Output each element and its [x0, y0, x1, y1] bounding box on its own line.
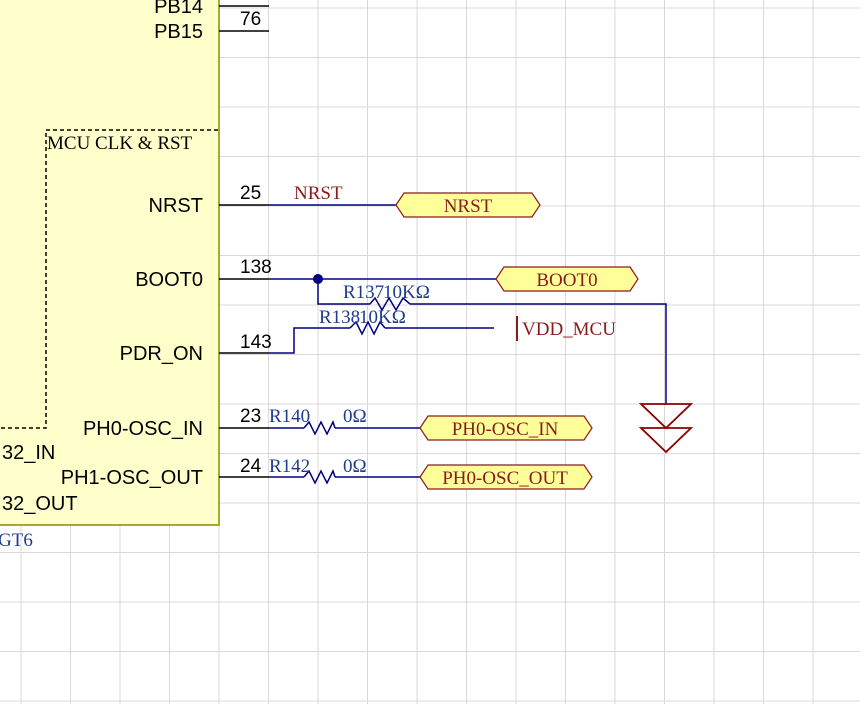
resistor-r142-symbol[interactable] — [303, 469, 336, 485]
port-nrst-shape[interactable] — [395, 192, 541, 218]
r138-value: 10KΩ — [359, 307, 406, 328]
port-boot0-label: BOOT0 — [536, 270, 597, 291]
r142-designator: R142 — [269, 456, 310, 477]
pin-number-nrst: 25 — [240, 183, 261, 204]
resistor-r137-symbol[interactable] — [369, 296, 411, 312]
pin-name-osc-in: PH0-OSC_IN — [83, 418, 203, 440]
pin-number-pb14: 75 — [240, 0, 261, 3]
section-label: MCU CLK & RST — [47, 133, 193, 154]
section-box — [0, 129, 218, 429]
port-nrst-label: NRST — [444, 196, 493, 217]
pin-number-osc-in: 23 — [240, 406, 261, 427]
resistor-r138-symbol[interactable] — [349, 320, 386, 336]
port-osc-in-label: PH0-OSC_IN — [452, 419, 559, 440]
mcu-component-body[interactable] — [0, 0, 220, 526]
port-osc-in-shape[interactable] — [419, 415, 593, 441]
port-boot0-shape[interactable] — [495, 266, 639, 292]
left-pin-label-osc32-out: 32_OUT — [2, 493, 78, 515]
r140-designator: R140 — [269, 406, 310, 427]
r137-value: 10KΩ — [383, 282, 430, 303]
pin-name-boot0: BOOT0 — [135, 269, 203, 291]
ground-icon[interactable] — [638, 403, 694, 454]
part-suffix: GT6 — [0, 530, 33, 551]
r138-designator: R138 — [319, 307, 360, 328]
r137-designator: R137 — [343, 282, 384, 303]
pin-number-pdr-on: 143 — [240, 332, 272, 353]
wire-r137-branch[interactable] — [317, 279, 370, 305]
port-osc-out-shape[interactable] — [419, 464, 593, 490]
r140-value: 0Ω — [343, 406, 367, 427]
junction-dot — [313, 274, 323, 284]
pin-number-boot0: 138 — [240, 257, 272, 278]
pin-name-pb15: PB15 — [154, 21, 203, 43]
vdd-mcu-label: VDD_MCU — [522, 319, 616, 340]
pin-name-pdr-on: PDR_ON — [120, 343, 203, 365]
r142-value: 0Ω — [343, 456, 367, 477]
wire-pdr-on[interactable] — [269, 327, 350, 354]
wire-r137-to-ground[interactable] — [410, 303, 667, 404]
net-label-nrst: NRST — [294, 183, 343, 204]
pin-number-pb15: 76 — [240, 9, 261, 30]
left-pin-label-osc32-in: 32_IN — [2, 442, 55, 464]
resistor-r140-symbol[interactable] — [303, 420, 336, 436]
pin-name-nrst: NRST — [149, 195, 203, 217]
pin-number-osc-out: 24 — [240, 456, 262, 477]
pin-name-osc-out: PH1-OSC_OUT — [61, 467, 203, 489]
port-osc-out-label: PH0-OSC_OUT — [442, 468, 568, 489]
pin-name-pb14: PB14 — [154, 0, 203, 18]
